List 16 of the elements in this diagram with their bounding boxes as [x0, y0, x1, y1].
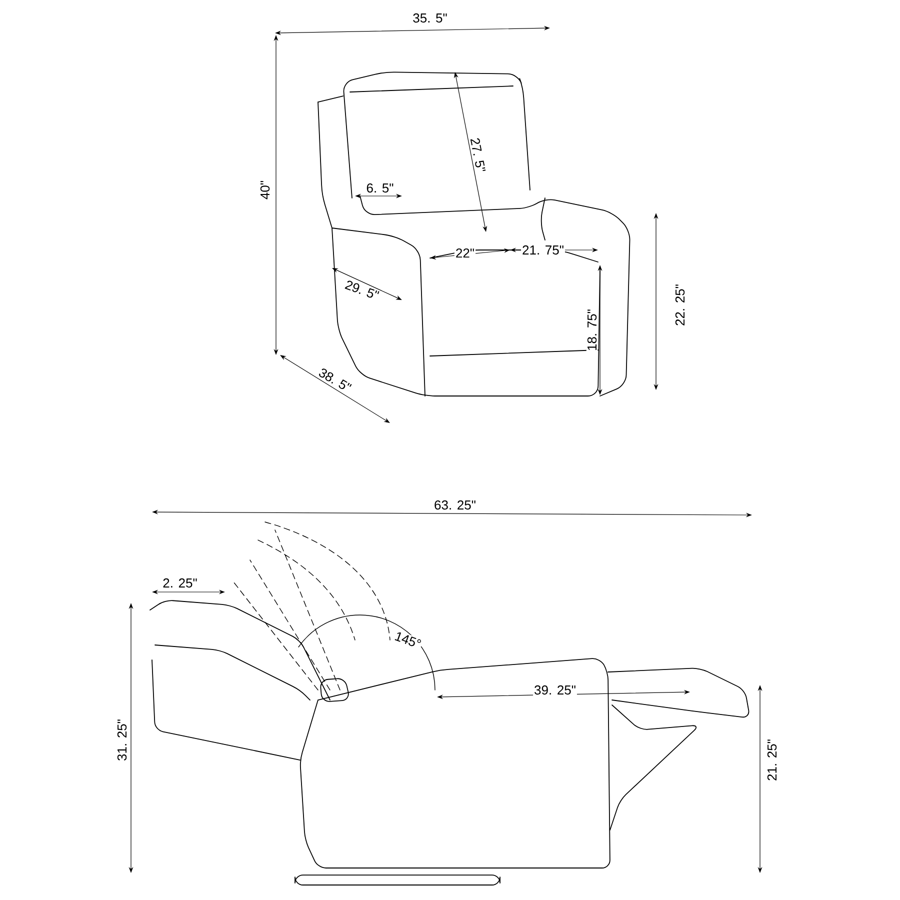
dimension-label: 22" [454, 247, 476, 259]
dimension-label: 27. 5" [469, 136, 487, 174]
dimension-label: 2. 25" [162, 577, 198, 589]
dimension-label: 21. 25" [766, 738, 778, 782]
dimension-label: 31. 25" [116, 718, 128, 762]
dimension-label: 22. 25" [674, 283, 686, 327]
dimension-label: 21. 75" [521, 244, 565, 256]
dimension-label: 6. 5" [365, 182, 395, 194]
dimension-label: 63. 25" [433, 499, 477, 511]
dimension-label: 29. 5" [342, 278, 382, 302]
dimension-label: 39. 25" [533, 684, 577, 696]
dimension-label: 18. 75" [586, 308, 598, 352]
dimension-label: 40" [259, 179, 271, 201]
dimension-label: 145° [392, 630, 424, 650]
dimension-label: 35. 5" [412, 12, 448, 24]
dimension-label: 38. 5" [316, 366, 354, 394]
